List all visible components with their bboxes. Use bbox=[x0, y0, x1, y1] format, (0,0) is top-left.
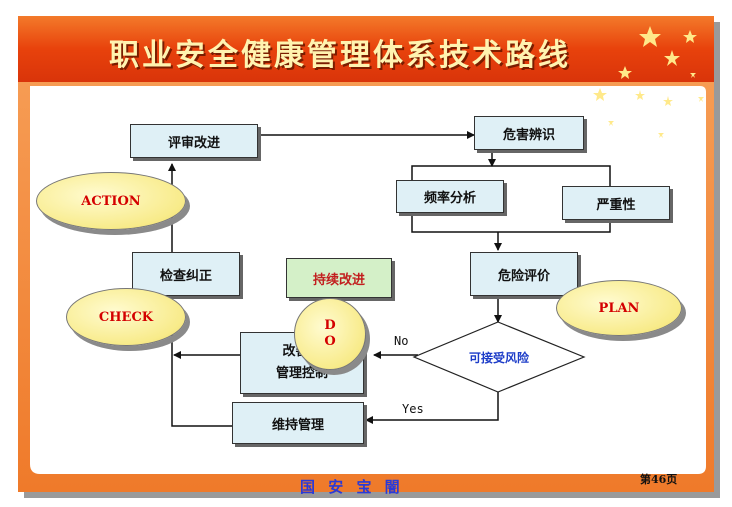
node-frequency-analysis: 频率分析 bbox=[396, 180, 504, 213]
node-risk-evaluation: 危险评价 bbox=[470, 252, 578, 296]
node-inspection-correction: 检查纠正 bbox=[132, 252, 240, 296]
oval-do-line2: O bbox=[324, 334, 336, 349]
node-severity: 严重性 bbox=[562, 186, 670, 220]
oval-action: ACTION bbox=[36, 172, 186, 230]
footer-logo-text: 国 安 宝 闇 bbox=[300, 478, 404, 496]
oval-do: D O bbox=[294, 298, 366, 370]
node-improve-line2: 管理控制 bbox=[275, 366, 328, 381]
edge-label-yes: Yes bbox=[402, 402, 424, 416]
node-hazard-identification: 危害辨识 bbox=[474, 116, 584, 150]
edge-label-no: No bbox=[394, 334, 409, 348]
oval-do-line1: D bbox=[324, 318, 336, 333]
star-decorations bbox=[593, 26, 704, 138]
decision-label: 可接受风险 bbox=[468, 351, 529, 365]
node-continuous-improvement: 持续改进 bbox=[286, 258, 392, 298]
flow-connectors bbox=[168, 131, 611, 427]
oval-check: CHECK bbox=[66, 288, 186, 346]
acceptable-risk-decision bbox=[412, 321, 586, 393]
page-number: 第46页 bbox=[640, 473, 678, 486]
node-maintain-management: 维持管理 bbox=[232, 402, 364, 444]
oval-plan: PLAN bbox=[556, 280, 682, 336]
page-title: 职业安全健康管理体系技术路线 bbox=[109, 38, 571, 73]
node-review-improve: 评审改进 bbox=[130, 124, 258, 158]
